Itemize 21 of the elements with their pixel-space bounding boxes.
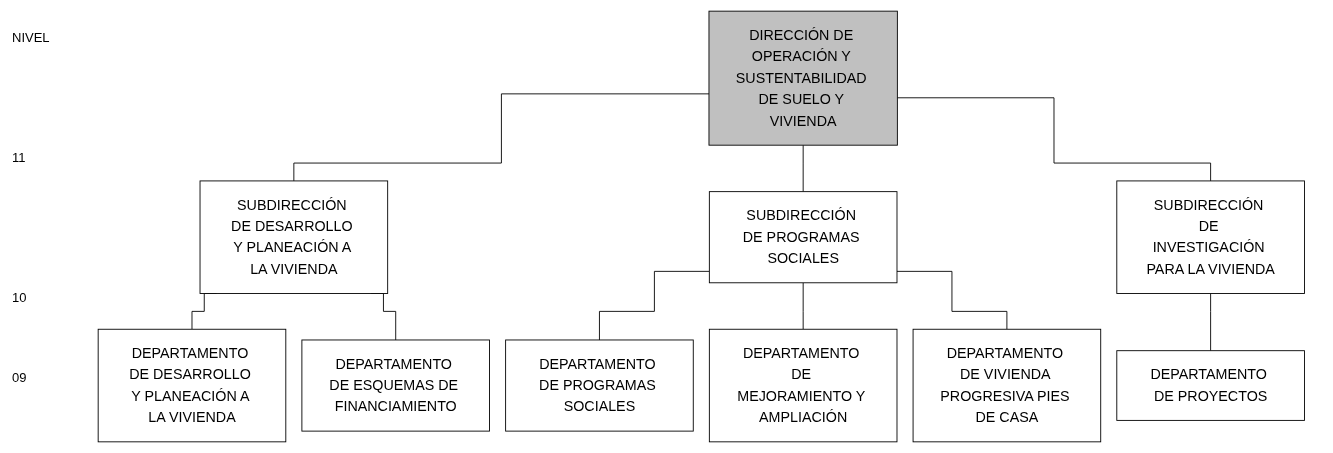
node-box: DEPARTAMENTO DE DESARROLLO Y PLANEACIÓN A LA VIVIENDA xyxy=(97,328,287,443)
node-box: DIRECCIÓN DE OPERACIÓN Y SUSTENTABILIDAD DE SUELO Y VIVIENDA xyxy=(708,10,898,146)
node-box: DEPARTAMENTO DE MEJORAMIENTO Y AMPLIACIÓN xyxy=(709,328,898,443)
node-box: SUBDIRECCIÓN DE DESARROLLO Y PLANEACIÓN A LA VIVIENDA xyxy=(199,180,389,294)
connector xyxy=(802,144,804,193)
node-box: DEPARTAMENTO DE PROGRAMAS SOCIALES xyxy=(505,339,694,432)
connector xyxy=(599,270,710,341)
node-box: SUBDIRECCIÓN DE INVESTIGACIÓN PARA LA VIVIENDA xyxy=(1116,180,1306,294)
node-box: SUBDIRECCIÓN DE PROGRAMAS SOCIALES xyxy=(709,191,898,284)
level-number: 09 xyxy=(12,370,27,385)
node-box: DEPARTAMENTO DE ESQUEMAS DE FINANCIAMIENTO xyxy=(301,339,491,432)
connector xyxy=(897,97,1212,182)
connector xyxy=(1210,293,1212,352)
connector xyxy=(896,270,1008,330)
node-box: DEPARTAMENTO DE PROYECTOS xyxy=(1116,350,1306,421)
connector xyxy=(293,93,710,182)
level-number: 10 xyxy=(12,290,27,305)
level-heading: NIVEL xyxy=(12,30,50,45)
node-box: DEPARTAMENTO DE VIVIENDA PROGRESIVA PIES DE CASA xyxy=(912,328,1102,443)
connector xyxy=(802,282,804,330)
level-number: 11 xyxy=(12,150,26,165)
